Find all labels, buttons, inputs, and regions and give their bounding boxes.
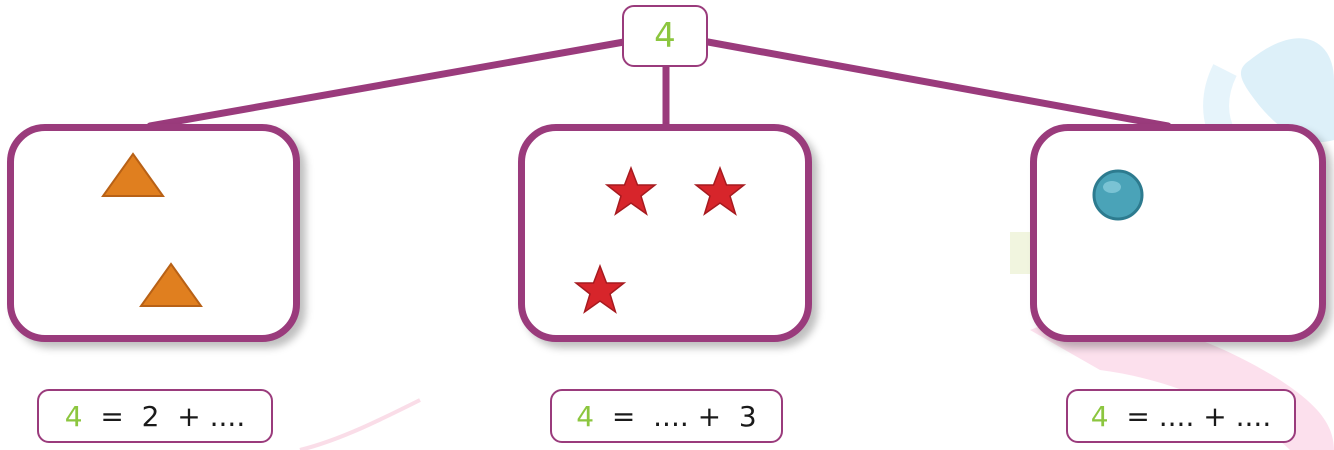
- triangle-icon: [101, 152, 165, 197]
- equation-box-left: 4 = 2 + ....: [37, 389, 273, 443]
- equation-text: = .... + 3: [594, 399, 757, 433]
- connector-lines: [146, 38, 1172, 130]
- equation-total: 4: [576, 399, 595, 433]
- equation-total: 4: [1090, 399, 1109, 433]
- connector-line-left: [146, 38, 628, 130]
- group-box-circles: [1030, 124, 1326, 342]
- group-box-triangles: [7, 124, 300, 342]
- triangle-icon: [139, 262, 203, 307]
- total-number-box: 4: [622, 5, 708, 67]
- equation-box-right: 4 = .... + ....: [1066, 389, 1296, 443]
- star-icon: [693, 166, 747, 216]
- equation-text: = 2 + ....: [82, 399, 246, 433]
- star-icon: [604, 166, 658, 216]
- equation-box-middle: 4 = .... + 3: [550, 389, 783, 443]
- group-box-stars: [518, 124, 812, 342]
- equation-text: = .... + ....: [1108, 399, 1272, 433]
- total-number: 4: [654, 16, 676, 56]
- circle-icon: [1092, 169, 1144, 221]
- star-icon: [573, 264, 627, 314]
- equation-total: 4: [64, 399, 83, 433]
- connector-line-right: [704, 38, 1172, 130]
